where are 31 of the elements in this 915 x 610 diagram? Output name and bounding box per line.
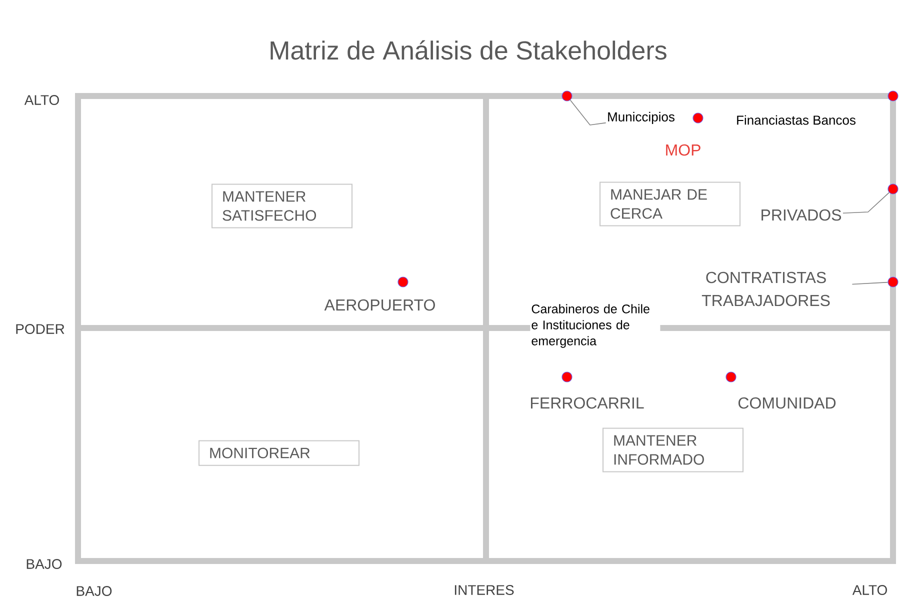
point-marker xyxy=(398,276,408,288)
axis-label: ALTO xyxy=(24,95,59,105)
stakeholder-label: Municcipios xyxy=(608,112,674,124)
leader-line xyxy=(842,192,890,214)
point-marker xyxy=(562,90,572,102)
chart-title: Matriz de Análisis de Stakeholders xyxy=(270,40,666,60)
leader-line xyxy=(570,100,606,126)
stakeholder-label: Carabineros de Chile e Instituciones de emergencia xyxy=(530,303,660,349)
axis-label: INTERES xyxy=(454,585,514,595)
stakeholder-label: FERROCARRIL xyxy=(530,397,644,409)
axis-label: BAJO xyxy=(26,559,62,569)
point-marker xyxy=(888,90,898,102)
stakeholder-label: PRIVADOS xyxy=(762,209,842,221)
point-marker xyxy=(726,372,736,382)
stakeholder-label: AEROPUERTO xyxy=(324,299,435,311)
point-marker xyxy=(888,184,898,194)
stakeholder-label: Financiastas Bancos xyxy=(737,115,856,125)
axis-label: PODER xyxy=(16,324,64,334)
strategy-box: MANTENER SATISFECHO xyxy=(212,184,352,228)
axis-label: ALTO xyxy=(852,585,887,595)
strategy-box: MANEJAR DE CERCA xyxy=(600,182,740,226)
strategy-box: MONITOREAR xyxy=(198,440,360,466)
stakeholder-label: CONTRATISTAS TRABAJADORES xyxy=(702,272,830,306)
point-marker xyxy=(692,112,704,124)
leader-line xyxy=(852,282,888,285)
axis-label: BAJO xyxy=(76,586,112,596)
stakeholder-label: MOP xyxy=(666,144,700,156)
strategy-box: MANTENER INFORMADO xyxy=(602,428,744,472)
point-marker xyxy=(562,372,572,382)
point-marker xyxy=(888,276,898,288)
stakeholder-label: COMUNIDAD xyxy=(738,397,836,409)
